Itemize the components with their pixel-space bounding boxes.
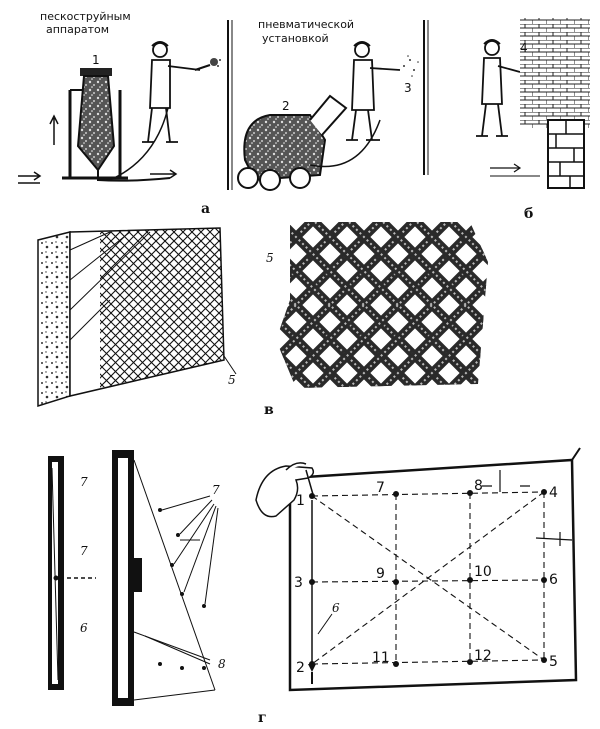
- point-10: 10: [474, 564, 492, 580]
- point-2: 2: [296, 660, 305, 676]
- label-a: а: [201, 201, 210, 217]
- marker-4: 4: [520, 41, 528, 55]
- plumb-line-label-6: 6: [332, 601, 340, 615]
- pneumatic-caption-line2: установкой: [262, 32, 329, 45]
- marking-plane: [277, 447, 581, 692]
- sandblast-caption-line1: пескоструйным: [40, 10, 131, 23]
- marker-5-mesh: 5: [266, 251, 274, 265]
- grid-points: [309, 489, 547, 667]
- worker-1: [142, 41, 201, 143]
- wall-with-mesh: [37, 227, 237, 408]
- point-4: 4: [549, 485, 558, 501]
- panel-v: 5 5 в: [37, 215, 495, 418]
- marker-8-side: 8: [218, 657, 226, 671]
- worker-2: [346, 41, 401, 141]
- worker-3: [476, 39, 521, 137]
- label-v: в: [264, 402, 274, 418]
- label-b: б: [524, 206, 533, 222]
- point-6: 6: [549, 572, 558, 588]
- marker-7-mid: 7: [80, 544, 88, 558]
- leader-lines-7: [161, 495, 219, 605]
- marker-1: 1: [92, 53, 100, 67]
- sandblast-apparatus: [18, 68, 178, 184]
- mesh-detail: [270, 215, 495, 395]
- marker-3: 3: [404, 81, 412, 95]
- marker-7-top: 7: [80, 475, 88, 489]
- point-9: 9: [376, 566, 385, 582]
- point-12: 12: [474, 648, 492, 664]
- panel-a: пескоструйным аппаратом пневматической у…: [18, 10, 429, 217]
- wall-section-right: [112, 450, 216, 706]
- hand-with-pencil: [255, 462, 315, 518]
- label-g: г: [258, 710, 267, 726]
- point-11: 11: [372, 650, 390, 666]
- spray-cloud-2: [403, 55, 419, 77]
- panel-b: 4 б: [476, 18, 590, 222]
- brick-wall-upper: [520, 18, 590, 128]
- sandblast-caption-line2: аппаратом: [46, 23, 109, 36]
- point-8: 8: [474, 478, 483, 494]
- point-7: 7: [376, 480, 385, 496]
- point-1: 1: [296, 493, 305, 509]
- point-3: 3: [294, 575, 303, 591]
- spray-nozzle-1: [194, 58, 221, 71]
- wall-section-left: [48, 456, 96, 690]
- marker-5-wall: 5: [228, 373, 236, 387]
- panel-g: 7 7 6 7 8: [48, 447, 581, 726]
- pneumatic-caption-line1: пневматической: [258, 18, 354, 31]
- anchor-points: [158, 508, 206, 670]
- marker-6-left: 6: [80, 621, 88, 635]
- pneumatic-unit: [237, 94, 348, 191]
- point-5: 5: [549, 654, 558, 670]
- marker-7-side: 7: [212, 483, 220, 497]
- marker-2: 2: [282, 99, 290, 113]
